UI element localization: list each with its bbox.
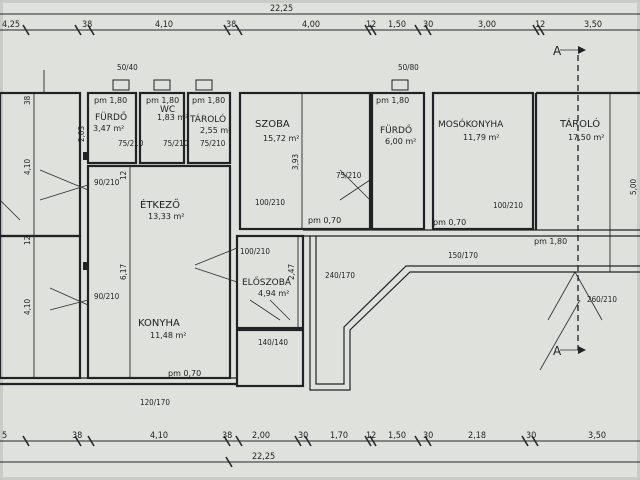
dim-bottom-9: 30 (423, 431, 433, 441)
dim-top-3: 38 (226, 20, 236, 30)
room-furdo-1-sill: pm 1,80 (94, 96, 127, 105)
vdim-3: 4,10 (23, 299, 32, 315)
section-line-a: A A (553, 44, 586, 358)
room-wc-sill: pm 1,80 (146, 96, 179, 105)
dim-bottom-8: 1,50 (388, 431, 406, 441)
dim-top-9: 12 (535, 20, 545, 30)
room-konyha-sill: pm 0,70 (168, 369, 201, 378)
opening-3: 75/210 (200, 139, 226, 148)
room-konyha-area: 11,48 m² (150, 331, 186, 340)
room-mosokonyha-name: MOSÓKONYHA (438, 118, 504, 130)
dim-bottom-10: 2,18 (468, 431, 486, 441)
room-konyha-name: KONYHA (138, 318, 180, 329)
top-dimension-chain: 4,25 38 4,10 38 4,00 12 1,50 30 3,00 12 … (0, 4, 640, 36)
opening-annotations: 90/210 90/210 75/210 75/210 75/210 75/21… (94, 63, 617, 407)
room-mosokonyha-area: 11,79 m² (463, 133, 499, 142)
dim-top-5: 12 (366, 20, 376, 30)
walls (0, 91, 640, 391)
dim-top-4: 4,00 (302, 20, 320, 30)
room-furdo-1-name: FÜRDŐ (95, 112, 127, 123)
dim-bottom-7: 12 (366, 431, 376, 441)
opening-4: 75/210 (163, 139, 189, 148)
dim-bottom-1: 38 (72, 431, 82, 441)
room-mosokonyha-sill: pm 0,70 (433, 218, 466, 227)
opening-5: 75/210 (336, 171, 362, 180)
room-furdo-2-name: FÜRDŐ (380, 125, 412, 136)
room-tarolo-2-name: TÁROLÓ (559, 117, 600, 130)
dim-top-8: 3,00 (478, 20, 496, 30)
dim-top-2: 4,10 (155, 20, 173, 30)
opening-1: 90/210 (94, 292, 120, 301)
room-furdo-2-sill: pm 1,80 (376, 96, 409, 105)
opening-13: 100/210 (255, 198, 285, 207)
dim-bottom-4: 2,00 (252, 431, 270, 441)
vdim-1: 4,10 (23, 159, 32, 175)
bottom-ticks (22, 435, 539, 468)
opening-9: 240/170 (325, 271, 355, 280)
room-labels: FÜRDŐ 3,47 m² pm 1,80 WC 1,83 m² pm 1,80… (93, 96, 604, 378)
bottom-dimension-chain: 5 38 4,10 38 2,00 30 1,70 12 1,50 30 2,1… (0, 431, 640, 468)
dim-total-bottom: 22,25 (252, 452, 275, 462)
room-etkezo-area: 13,33 m² (148, 212, 184, 221)
door-swings (0, 169, 603, 371)
room-tarolo-2-sill: pm 1,80 (534, 237, 567, 246)
opening-0: 90/210 (94, 178, 120, 187)
opening-11: 120/170 (140, 398, 170, 407)
shafts (83, 79, 409, 270)
vdim-6: 2,47 (287, 264, 296, 280)
room-szoba-name: SZOBA (255, 119, 290, 130)
opening-10: 140/140 (258, 338, 288, 347)
room-furdo-2-area: 6,00 m² (385, 137, 416, 146)
room-szoba-area: 15,72 m² (263, 134, 299, 143)
room-tarolo-1-name: TÁROLÓ (189, 113, 226, 125)
vdim-4: 3,93 (291, 154, 300, 170)
opening-7: 100/210 (493, 201, 523, 210)
vdim-2: 12 (23, 236, 32, 245)
dim-bottom-0: 5 (2, 431, 7, 441)
dim-bottom-2: 4,10 (150, 431, 168, 441)
opening-12: 260/210 (587, 295, 617, 304)
vdim-9: 12 (119, 171, 128, 180)
dim-bottom-5: 30 (298, 431, 308, 441)
dim-top-7: 30 (423, 20, 433, 30)
room-wc-name: WC (160, 105, 175, 115)
room-etkezo-name: ÉTKEZŐ (140, 197, 180, 211)
top-ticks (22, 24, 545, 36)
room-furdo-1-area: 3,47 m² (93, 124, 124, 133)
dim-bottom-3: 38 (222, 431, 232, 441)
opening-14: 50/40 (117, 63, 138, 72)
room-tarolo-1-area: 2,55 m² (200, 126, 231, 135)
room-tarolo-1-sill: pm 1,80 (192, 96, 225, 105)
vertical-dimension-lines (33, 70, 611, 378)
dim-total-top: 22,25 (270, 4, 293, 14)
dim-top-0: 4,25 (2, 20, 20, 30)
dim-top-10: 3,50 (584, 20, 602, 30)
section-label-top: A (553, 44, 562, 58)
dim-bottom-11: 30 (526, 431, 536, 441)
opening-15: 50/80 (398, 63, 419, 72)
opening-6: 100/210 (240, 247, 270, 256)
room-eloszoba-name: ELŐSZOBA (242, 277, 292, 288)
room-tarolo-2-area: 17,50 m² (568, 133, 604, 142)
vertical-dimension-texts: 38 4,10 12 4,10 3,93 6,17 2,47 5,00 2,03… (23, 95, 638, 315)
room-szoba-sill: pm 0,70 (308, 216, 341, 225)
dim-bottom-12: 3,50 (588, 431, 606, 441)
room-eloszoba-area: 4,94 m² (258, 289, 289, 298)
dim-bottom-6: 1,70 (330, 431, 348, 441)
section-label-bottom: A (553, 344, 562, 358)
vdim-8: 2,03 (77, 126, 86, 142)
vdim-0: 38 (23, 95, 32, 105)
dim-top-1: 38 (82, 20, 92, 30)
vdim-5: 6,17 (119, 264, 128, 280)
opening-8: 150/170 (448, 251, 478, 260)
room-wc-area: 1,83 m² (157, 113, 188, 122)
dim-top-6: 1,50 (388, 20, 406, 30)
opening-2: 75/210 (118, 139, 144, 148)
vdim-7: 5,00 (629, 179, 638, 195)
